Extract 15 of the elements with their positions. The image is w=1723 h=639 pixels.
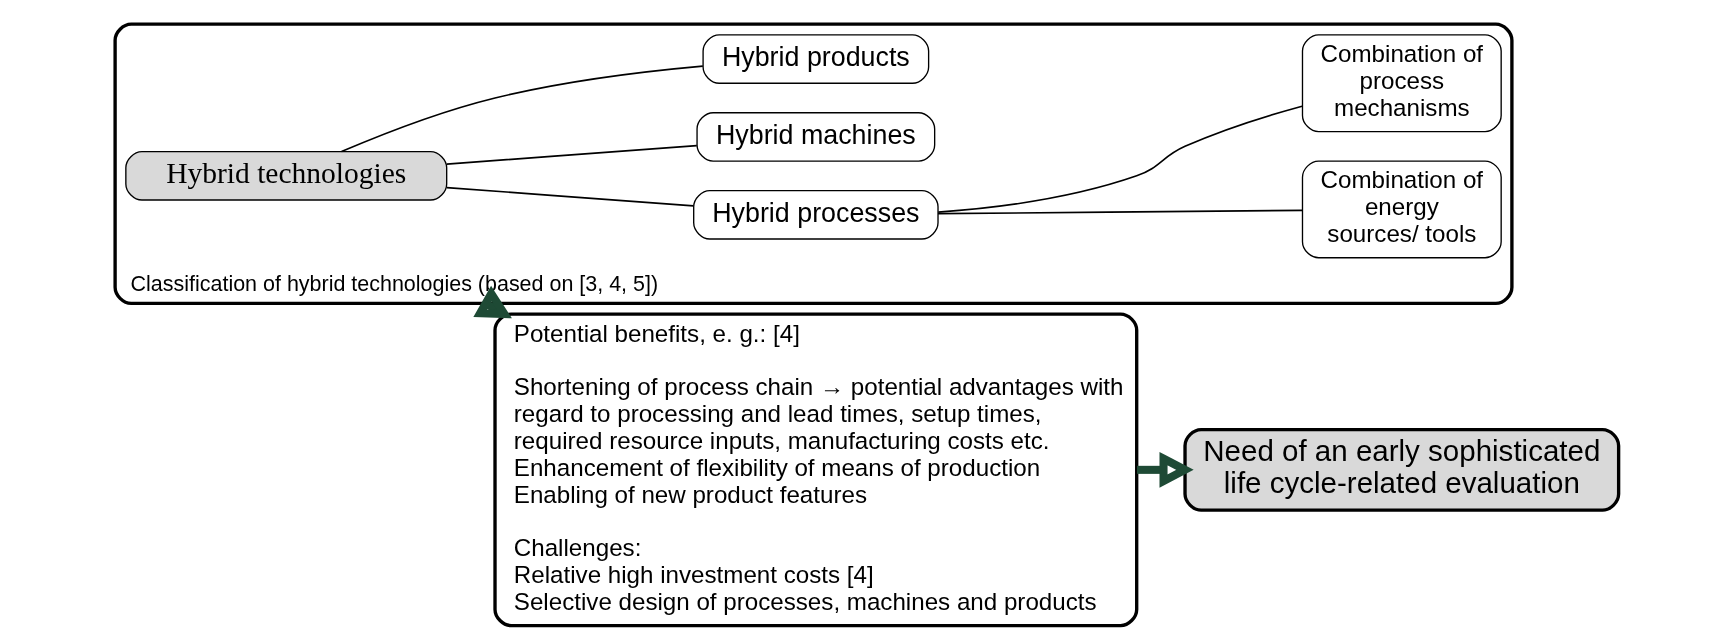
node-box: Need of an early sophisticated life cycle-related evaluation: [1183, 427, 1621, 512]
node-box: Combination of process mechanisms: [1301, 34, 1502, 133]
connector: [340, 65, 704, 153]
arrow: [473, 285, 512, 319]
connector: [445, 144, 698, 165]
node-box: Hybrid machines: [696, 112, 936, 162]
arrow: [1137, 451, 1194, 488]
node-box: Hybrid processes: [693, 189, 939, 240]
connector: [937, 209, 1303, 215]
connector: [937, 105, 1303, 213]
node-box: Combination of energy sources/ tools: [1301, 160, 1502, 259]
connector: [445, 186, 695, 207]
node-box: Hybrid products: [702, 34, 930, 84]
node-box: Hybrid technologies: [125, 151, 448, 201]
node-box: Potential benefits, e. g.: [4] Shortening of process chain → potential advantages with regard to processing and lead times, setup times, required resource inputs, manufacturing costs etc. Enhancement of flexibility of means of production Enabling of new product features Challenges: Relative high investment costs [4] Selective design of processes, machines and products: [493, 312, 1139, 628]
